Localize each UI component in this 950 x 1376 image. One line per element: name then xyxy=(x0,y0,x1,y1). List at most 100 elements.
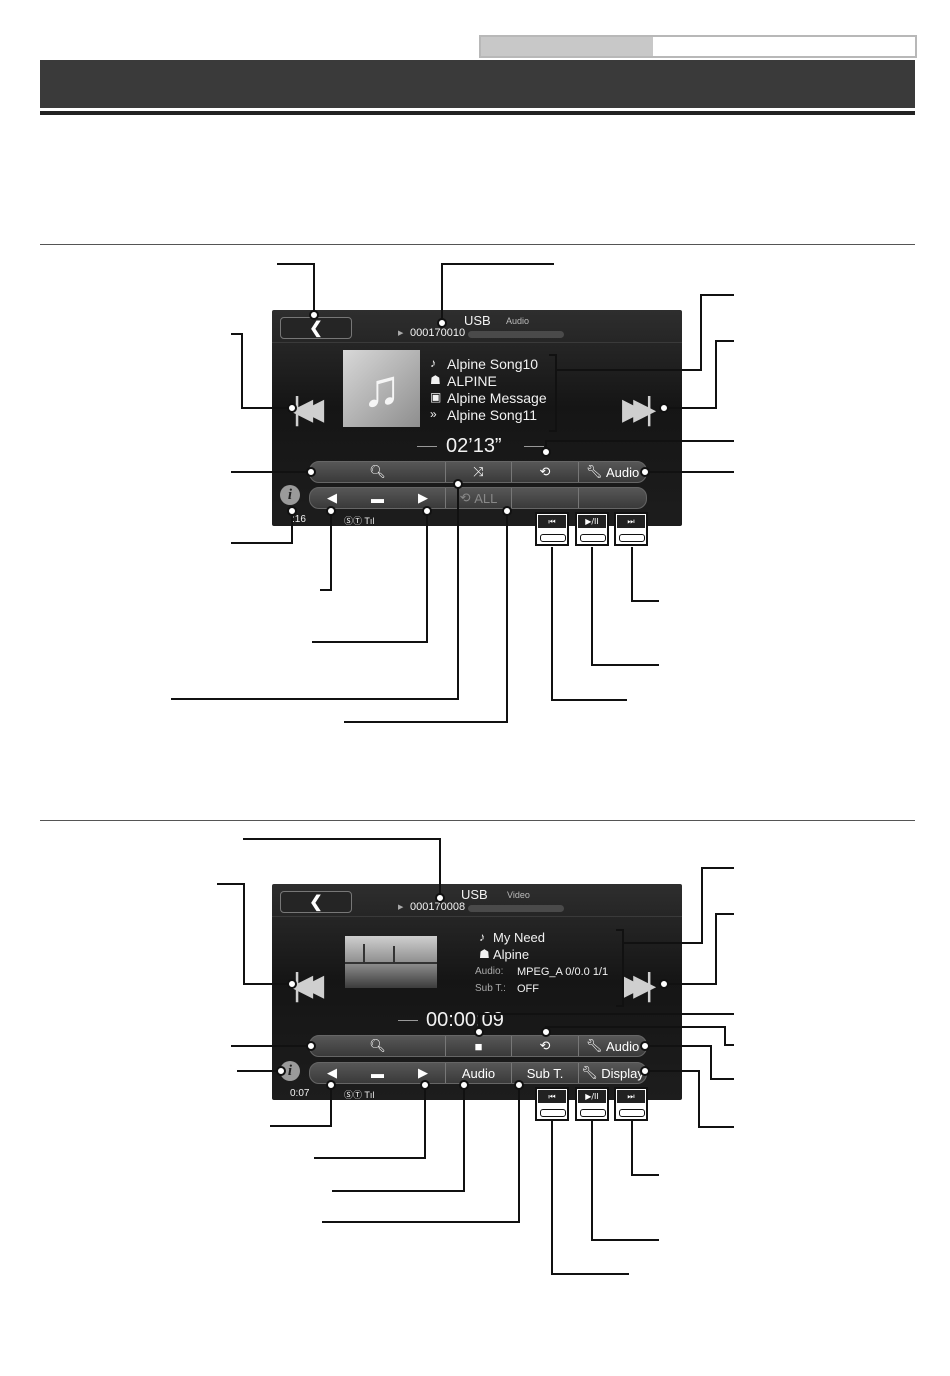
status-icons: ⓈⓉ Tıl xyxy=(344,1090,375,1100)
audio-setup-label: Audio xyxy=(605,464,640,480)
hw-prev-button[interactable]: ⏮ xyxy=(535,1087,569,1121)
artist-icon: ☗ xyxy=(479,947,490,961)
music-note-icon: ♪ xyxy=(430,356,436,370)
video-thumbnail xyxy=(345,936,437,988)
song-title: Alpine Song10 xyxy=(447,356,539,372)
next-track-button[interactable]: ▶▶| xyxy=(622,392,654,427)
shuffle-icon: ⤨ xyxy=(473,464,484,479)
page-title-bar xyxy=(40,60,915,108)
mode-label: Audio xyxy=(506,316,530,326)
progress-bar xyxy=(468,331,564,338)
progress-bar xyxy=(468,905,564,912)
hw-play-pause-label: ▶/II xyxy=(578,515,606,528)
hw-next-label: ⏭ xyxy=(617,515,645,528)
repeat-icon: ⟲ xyxy=(459,490,471,505)
back-button[interactable]: ❮ xyxy=(280,891,352,913)
folder-icon[interactable]: ▬ xyxy=(371,490,384,506)
folder-nav-group: ◀ ▬ ▶ xyxy=(310,488,446,508)
subtitle-label: Sub T. xyxy=(526,1065,564,1081)
status-icons: ⓈⓉ Tıl xyxy=(344,516,375,526)
control-row-bottom: ◀ ▬ ▶ Audio Sub T. 🔧︎ Display xyxy=(309,1062,647,1084)
folder-up-button[interactable]: ◀ xyxy=(327,1065,337,1080)
artist-name: Alpine xyxy=(493,947,530,962)
music-note-icon: ♪ xyxy=(479,930,485,944)
video-title: My Need xyxy=(493,930,546,945)
section-divider-video xyxy=(40,820,915,821)
back-button[interactable]: ❮ xyxy=(280,317,352,339)
search-icon: 🔍︎ xyxy=(369,1038,386,1053)
elapsed-time: 02’13” xyxy=(446,435,502,457)
folder-down-button[interactable]: ▶ xyxy=(418,1065,428,1080)
audio-setup-button[interactable]: 🔧︎ Audio xyxy=(579,1036,646,1056)
search-button[interactable]: 🔍︎ xyxy=(310,1036,446,1056)
section-divider-audio xyxy=(40,244,915,245)
hw-prev-button[interactable]: ⏮ xyxy=(535,512,569,546)
audio-track-button[interactable]: Audio xyxy=(446,1063,512,1083)
search-button[interactable]: 🔍︎ xyxy=(310,462,446,482)
repeat-button[interactable]: ⟲ xyxy=(512,1036,579,1056)
source-label: USB xyxy=(464,313,491,328)
play-marker: ▶ xyxy=(398,904,404,911)
repeat-icon: ⟲ xyxy=(539,464,551,479)
blank-button-1 xyxy=(512,488,579,508)
section-tab xyxy=(479,35,917,58)
chevron-left-icon: ❮ xyxy=(309,320,323,337)
next-track-button[interactable]: ▶▶| xyxy=(622,968,654,1003)
blank-button-2 xyxy=(579,488,646,508)
control-row-bottom: ◀ ▬ ▶ ⟲ ALL xyxy=(309,487,647,509)
artist-name: ALPINE xyxy=(447,373,497,389)
control-row-top: 🔍︎ ■ ⟲ 🔧︎ Audio xyxy=(309,1035,647,1057)
usb-video-screen: ❮ USB Video ▶ 000170008 |◀◀ ♪ My Need ☗ … xyxy=(272,884,682,1100)
audio-info-label: Audio: xyxy=(475,966,504,977)
wrench-icon: 🔧︎ xyxy=(585,1038,603,1053)
hw-play-pause-button[interactable]: ▶/II xyxy=(575,1087,609,1121)
play-marker: ▶ xyxy=(398,330,404,337)
next-song-title: Alpine Song11 xyxy=(447,407,538,423)
folder-up-button[interactable]: ◀ xyxy=(327,490,337,505)
info-icon[interactable]: i xyxy=(280,485,300,505)
stop-icon: ■ xyxy=(474,1038,483,1054)
audio-setup-button[interactable]: 🔧︎ Audio xyxy=(579,462,646,482)
next-song-icon: » xyxy=(430,407,437,421)
wrench-icon: 🔧︎ xyxy=(585,464,603,479)
track-counter: 000170010 xyxy=(410,327,466,339)
control-row-top: 🔍︎ ⤨ ⟲ 🔧︎ Audio xyxy=(309,461,647,483)
wrench-icon: 🔧︎ xyxy=(581,1065,598,1080)
repeat-mode-indicator[interactable]: ⟲ ALL xyxy=(446,488,512,508)
stop-button[interactable]: ■ xyxy=(446,1036,512,1056)
repeat-button[interactable]: ⟲ xyxy=(512,462,579,482)
artist-icon: ☗ xyxy=(430,373,441,387)
title-underline xyxy=(40,111,915,115)
audio-info-value: MPEG_A 0/0.0 1/1 xyxy=(517,966,609,978)
hw-play-pause-button[interactable]: ▶/II xyxy=(575,512,609,546)
mode-label: Video xyxy=(507,890,530,900)
music-note-icon: ♫ xyxy=(362,359,401,418)
source-label: USB xyxy=(461,887,488,902)
folder-down-button[interactable]: ▶ xyxy=(418,490,428,505)
subtitle-info-value: OFF xyxy=(517,983,539,995)
folder-icon[interactable]: ▬ xyxy=(371,1065,384,1081)
hw-next-label: ⏭ xyxy=(617,1090,645,1103)
display-setup-button[interactable]: 🔧︎ Display xyxy=(579,1063,646,1083)
hw-prev-label: ⏮ xyxy=(538,515,566,528)
info-icon[interactable]: i xyxy=(280,1061,300,1081)
album-art: ♫ xyxy=(343,350,420,427)
section-tab-fill xyxy=(481,37,653,56)
clock: 0:07 xyxy=(290,1088,310,1099)
audio-setup-label: Audio xyxy=(605,1038,640,1054)
usb-audio-screen: ❮ USB Audio ▶ 000170010 |◀◀ ♫ ♪ Alpine S… xyxy=(272,310,682,526)
hw-next-button[interactable]: ⏭ xyxy=(614,512,648,546)
search-icon: 🔍︎ xyxy=(369,464,386,479)
album-name: Alpine Message xyxy=(447,390,547,406)
hw-play-pause-label: ▶/II xyxy=(578,1090,606,1103)
subtitle-button[interactable]: Sub T. xyxy=(512,1063,579,1083)
clock: :16 xyxy=(292,514,306,525)
repeat-mode-label: ALL xyxy=(474,490,498,506)
subtitle-info-label: Sub T.: xyxy=(475,983,506,994)
display-setup-label: Display xyxy=(601,1065,644,1081)
chevron-left-icon: ❮ xyxy=(309,894,323,911)
hw-next-button[interactable]: ⏭ xyxy=(614,1087,648,1121)
audio-track-label: Audio xyxy=(461,1065,496,1081)
shuffle-button[interactable]: ⤨ xyxy=(446,462,512,482)
hw-prev-label: ⏮ xyxy=(538,1090,566,1103)
